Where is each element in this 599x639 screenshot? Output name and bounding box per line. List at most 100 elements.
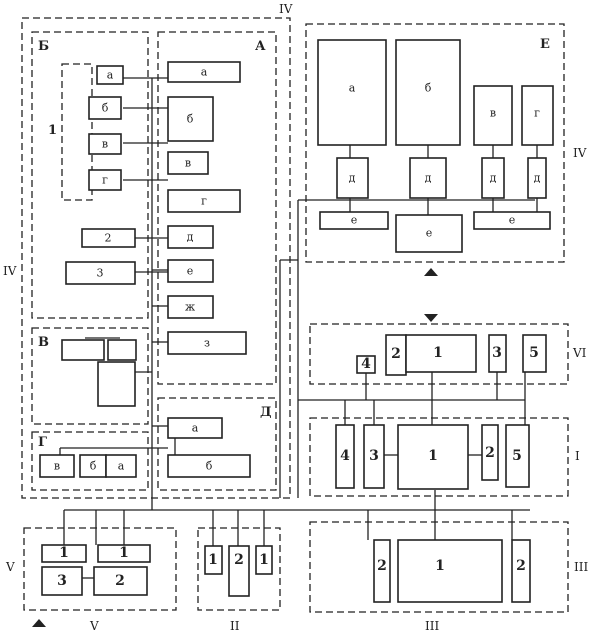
block-e-v-label: в (490, 107, 496, 120)
block-v-v (61, 339, 105, 361)
block-v-b (107, 339, 137, 361)
arrow-down-icon (424, 314, 438, 322)
block-vi-3 (488, 334, 507, 373)
block-a-d (167, 225, 214, 249)
block-v-3-label: 3 (57, 573, 67, 589)
roman-ii-bottom-label: II (230, 619, 240, 633)
block-a-a (167, 61, 241, 83)
block-b-v-label: в (102, 138, 108, 151)
block-e-d4 (527, 157, 547, 199)
block-e-g (521, 85, 554, 146)
block-e-e2 (395, 214, 463, 253)
block-ii-1b-label: 1 (259, 552, 269, 568)
block-iii-2a-label: 2 (377, 558, 387, 574)
block-iii-2a (373, 539, 391, 603)
block-e-b (395, 39, 461, 146)
block-e-a-label: а (349, 82, 356, 95)
zone-a (157, 31, 277, 385)
zone-v (31, 327, 149, 425)
block-e-e2-label: е (426, 227, 433, 240)
block-b-3-label: 3 (97, 267, 104, 280)
block-i-4-label: 4 (340, 448, 350, 464)
roman-left-label: IV (3, 264, 17, 278)
zone-e-label: Е (540, 37, 550, 52)
block-i-5-label: 5 (512, 448, 522, 464)
block-vi-5 (522, 334, 547, 373)
block-b-2-label: 2 (105, 232, 112, 245)
block-v-3 (41, 566, 83, 596)
block-v-1b-label: 1 (119, 545, 129, 561)
zone-d-label: Д (260, 405, 272, 420)
block-vi-3-label: 3 (492, 345, 502, 361)
zone-g-label: Г (38, 435, 47, 450)
block-e-d1 (336, 157, 369, 199)
block-v-2 (93, 566, 148, 596)
zone-iv-outer (21, 17, 291, 499)
arrow-up-icon (32, 619, 46, 627)
block-a-b-label: б (187, 113, 194, 126)
block-e-e3 (473, 211, 551, 230)
block-a-e-label: е (187, 265, 194, 278)
block-a-b (167, 96, 214, 142)
block-a-d-label: д (187, 231, 194, 244)
block-ii-1a (204, 545, 223, 575)
zone-a-label: А (255, 39, 266, 54)
block-ii-1b (255, 545, 273, 575)
block-b-a (96, 65, 124, 85)
roman-i-label: I (575, 449, 580, 463)
block-vi-1-label: 1 (433, 345, 443, 361)
block-i-5 (505, 424, 530, 488)
block-e-a (317, 39, 387, 146)
block-b-g-label: г (102, 174, 108, 187)
zone-b-group-1 (61, 63, 93, 201)
block-v-1a-label: 1 (59, 545, 69, 561)
block-d-a-label: а (192, 422, 199, 435)
block-a-v (167, 151, 209, 175)
block-b-2 (81, 228, 136, 248)
block-e-d2-label: д (425, 172, 432, 185)
block-e-d4-label: д (534, 172, 541, 185)
block-iii-1-label: 1 (435, 558, 445, 574)
block-vi-4-label: 4 (361, 356, 371, 372)
roman-vi-label: VI (572, 346, 587, 360)
roman-top-label: IV (279, 2, 293, 16)
block-iii-2b (511, 539, 531, 603)
block-v-1b (97, 544, 151, 563)
group-1-label: 1 (48, 123, 57, 138)
block-e-e3-label: е (509, 214, 516, 227)
block-iii-2b-label: 2 (516, 558, 526, 574)
block-a-e (167, 259, 214, 283)
block-i-4 (335, 424, 355, 489)
zone-e (305, 23, 565, 263)
block-a-g (167, 189, 241, 213)
zone-g (31, 431, 149, 491)
block-g-v (39, 454, 75, 478)
block-g-b-label: б (90, 460, 97, 473)
block-g-a-label: а (118, 460, 125, 473)
roman-iii-right-label: III (574, 560, 588, 574)
zone-iii (309, 521, 569, 613)
block-d-b-label: б (206, 460, 213, 473)
block-b-a-label: а (107, 69, 114, 82)
block-b-b-label: б (102, 102, 109, 115)
block-a-g-label: г (201, 195, 207, 208)
block-vi-5-label: 5 (529, 345, 539, 361)
block-e-d3 (481, 157, 505, 199)
roman-iii-bottom-label: III (425, 619, 439, 633)
block-v-a (97, 361, 136, 407)
block-g-v-label: в (54, 460, 60, 473)
block-b-3 (65, 261, 136, 285)
block-v-2-label: 2 (115, 573, 125, 589)
roman-v-left-label: V (5, 560, 15, 574)
block-ii-1a-label: 1 (208, 552, 218, 568)
arrow-up-icon (424, 268, 438, 276)
block-b-v (88, 133, 122, 155)
zone-d (157, 397, 277, 491)
block-i-3-label: 3 (369, 448, 379, 464)
block-i-3 (363, 424, 385, 489)
block-e-e1-label: е (351, 214, 358, 227)
roman-right-e-label: IV (573, 146, 587, 160)
block-e-g-label: г (534, 107, 540, 120)
block-v-1a (41, 544, 87, 563)
